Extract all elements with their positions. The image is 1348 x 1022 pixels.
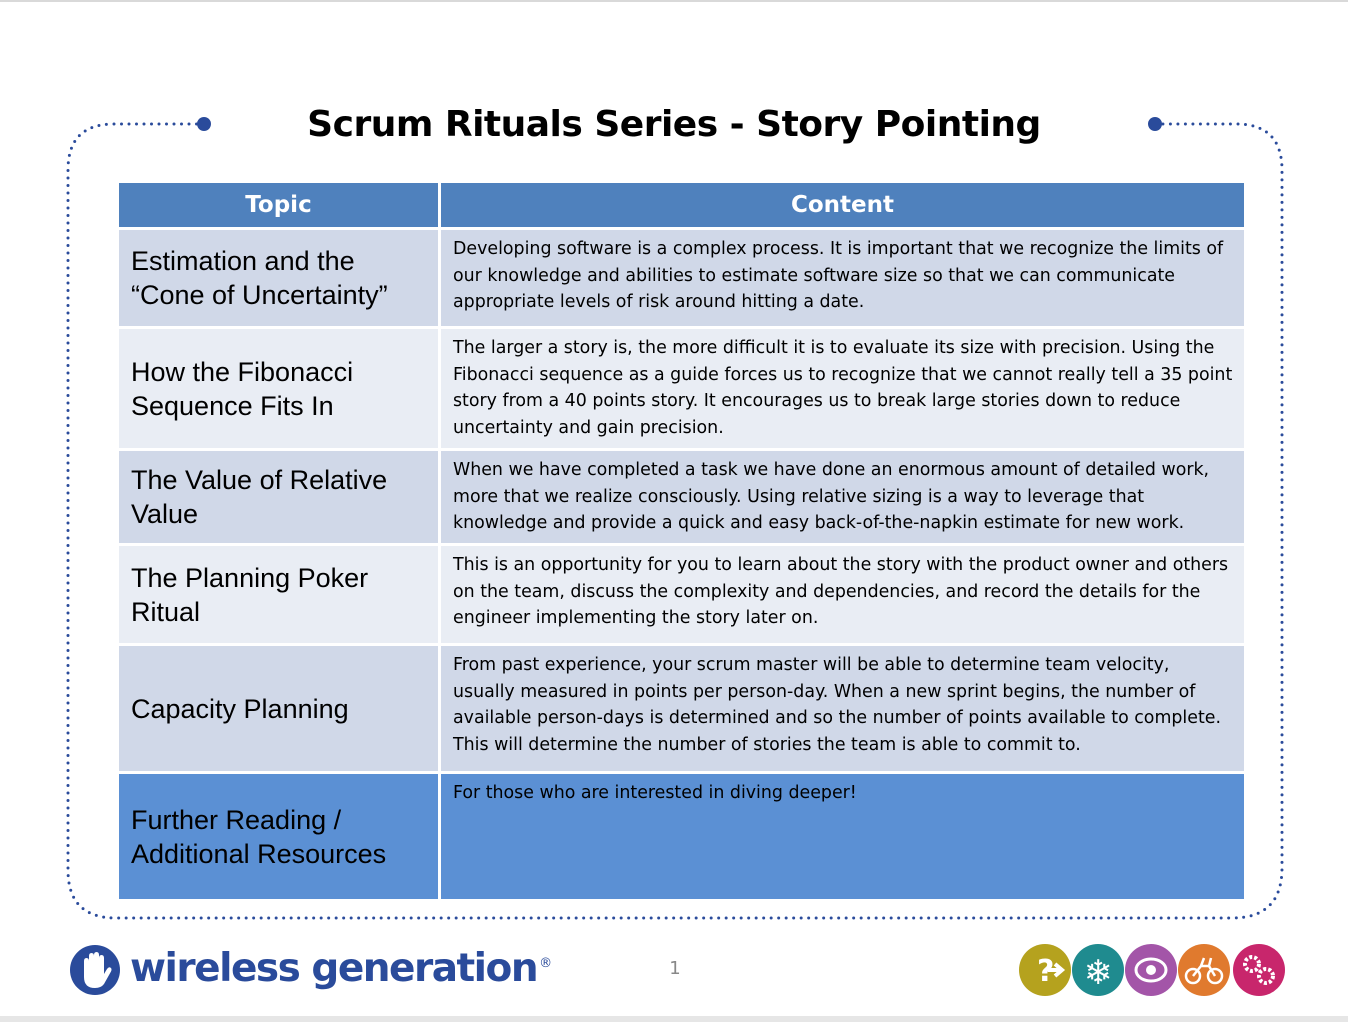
- question-arrow-icon: ?: [1019, 944, 1071, 996]
- svg-text:❄: ❄: [1084, 953, 1113, 993]
- table-row: How the Fibonacci Sequence Fits In The l…: [116, 326, 1247, 451]
- logo-wordmark: wireless generation: [130, 945, 539, 991]
- gears-icon: [1233, 944, 1285, 996]
- bottom-border-line: [0, 1016, 1348, 1022]
- top-border-line: [0, 0, 1348, 2]
- table-row: Capacity Planning From past experience, …: [116, 643, 1247, 774]
- topic-cell: How the Fibonacci Sequence Fits In: [116, 326, 441, 451]
- content-cell: The larger a story is, the more difficul…: [438, 326, 1247, 451]
- table-row: The Value of Relative Value When we have…: [116, 448, 1247, 546]
- content-cell: For those who are interested in diving d…: [438, 771, 1247, 902]
- content-cell: From past experience, your scrum master …: [438, 643, 1247, 774]
- content-cell: Developing software is a complex process…: [438, 227, 1247, 329]
- eye-spiral-icon: [1125, 944, 1177, 996]
- topic-cell: Estimation and the “Cone of Uncertainty”: [116, 227, 441, 329]
- column-header-topic: Topic: [116, 180, 441, 230]
- svg-text:?: ?: [1037, 954, 1054, 989]
- topic-cell: The Value of Relative Value: [116, 448, 441, 546]
- content-cell: This is an opportunity for you to learn …: [438, 543, 1247, 646]
- partner-badges: ? ❄: [1019, 944, 1285, 996]
- page-number: 1: [669, 958, 681, 979]
- company-logo: wireless generation ®: [68, 942, 552, 998]
- table-row: Estimation and the “Cone of Uncertainty”…: [116, 227, 1247, 329]
- table-header-row: Topic Content: [116, 180, 1247, 230]
- hand-icon: [70, 945, 120, 995]
- topic-cell: Further Reading / Additional Resources: [116, 771, 441, 902]
- table-row: The Planning Poker Ritual This is an opp…: [116, 543, 1247, 646]
- topic-cell: Capacity Planning: [116, 643, 441, 774]
- snowflake-icon: ❄: [1072, 944, 1124, 996]
- table-row: Further Reading / Additional Resources F…: [116, 771, 1247, 902]
- frame-dot-right: [1148, 117, 1162, 131]
- content-cell: When we have completed a task we have do…: [438, 448, 1247, 546]
- topics-table: Topic Content Estimation and the “Cone o…: [116, 180, 1247, 902]
- tandem-bicycle-icon: [1178, 944, 1230, 996]
- frame-dot-left: [197, 117, 211, 131]
- topic-cell: The Planning Poker Ritual: [116, 543, 441, 646]
- column-header-content: Content: [438, 180, 1247, 230]
- registered-mark: ®: [539, 956, 553, 971]
- slide-title: Scrum Rituals Series - Story Pointing: [307, 104, 1041, 145]
